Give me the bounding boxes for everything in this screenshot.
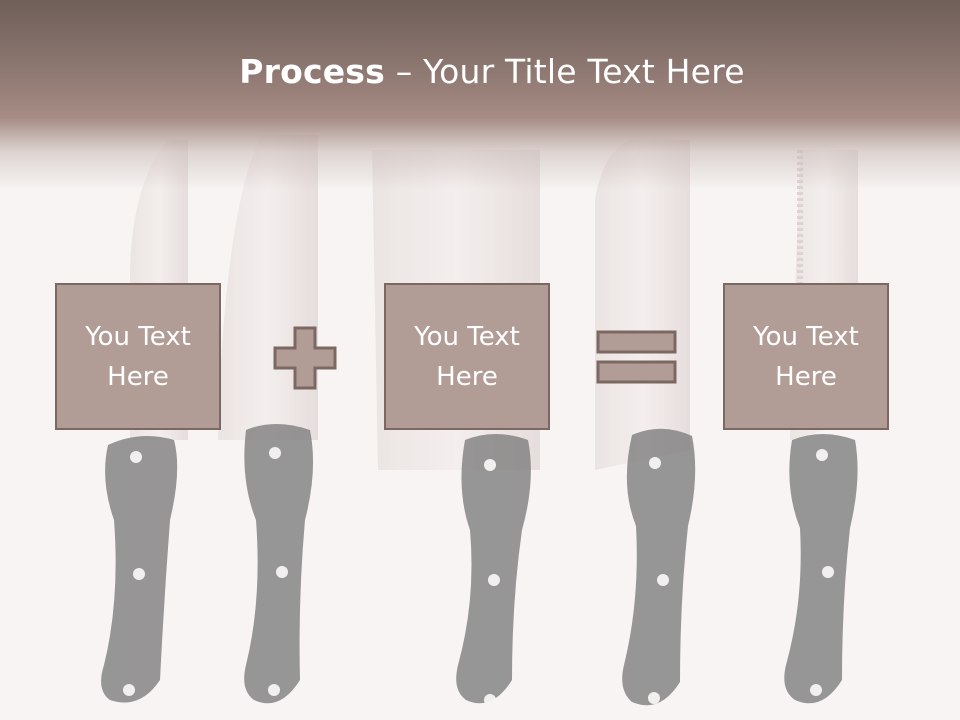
equals-icon — [596, 330, 677, 384]
text-box-2-label: You Text Here — [414, 321, 520, 392]
header-band — [0, 0, 960, 190]
text-box-3[interactable]: You Text Here — [723, 283, 889, 430]
text-box-1-label: You Text Here — [85, 321, 191, 392]
text-box-3-label: You Text Here — [753, 321, 859, 392]
title-dash: – — [385, 52, 424, 91]
text-box-1[interactable]: You Text Here — [55, 283, 221, 430]
slide-title: Process – Your Title Text Here — [0, 52, 960, 91]
text-box-2[interactable]: You Text Here — [384, 283, 550, 430]
title-bold: Process — [239, 52, 385, 91]
plus-icon — [273, 326, 337, 390]
title-text: Your Title Text Here — [423, 52, 745, 91]
